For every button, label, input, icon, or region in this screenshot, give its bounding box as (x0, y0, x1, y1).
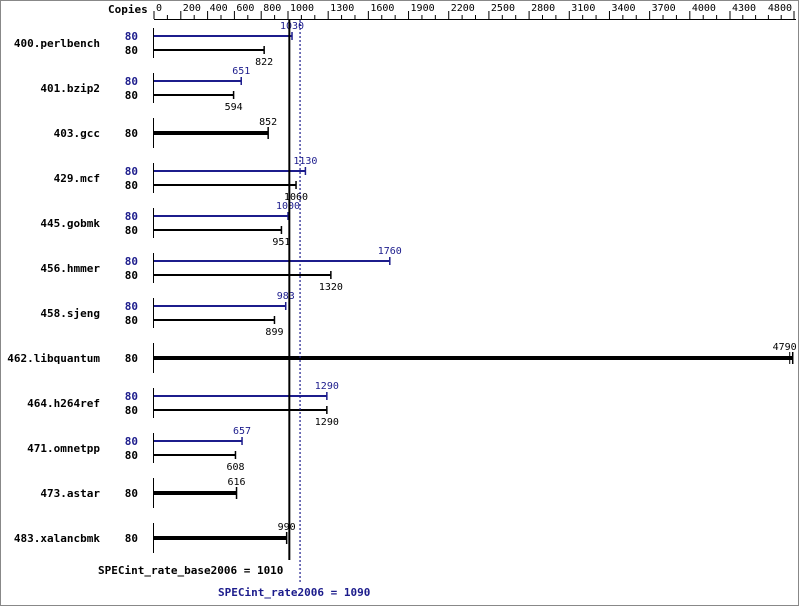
peak-overall-label: SPECint_rate2006 = 1090 (218, 586, 370, 599)
peak-value-label: 1760 (378, 246, 402, 257)
x-tick-label: 4000 (692, 3, 716, 14)
base-copies: 80 (125, 127, 138, 140)
x-tick-label: 1300 (330, 3, 354, 14)
base-copies: 80 (125, 269, 138, 282)
x-tick-label: 1000 (290, 3, 314, 14)
base-copies: 80 (125, 89, 138, 102)
x-tick-label: 1600 (370, 3, 394, 14)
benchmark-label: 456.hmmer (40, 262, 100, 275)
peak-copies: 80 (125, 255, 138, 268)
peak-copies: 80 (125, 165, 138, 178)
base-copies: 80 (125, 314, 138, 327)
base-copies: 80 (125, 44, 138, 57)
x-tick-label: 4300 (732, 3, 756, 14)
x-tick-label: 2200 (451, 3, 475, 14)
base-value-label: 616 (228, 477, 246, 488)
x-tick-label: 3700 (652, 3, 676, 14)
peak-copies: 80 (125, 300, 138, 313)
x-tick-label: 0 (156, 3, 162, 14)
peak-value-label: 1290 (315, 381, 339, 392)
x-tick-label: 600 (236, 3, 254, 14)
base-value-label: 822 (255, 57, 273, 68)
benchmark-label: 462.libquantum (7, 352, 100, 365)
base-value-label: 594 (225, 102, 243, 113)
base-value-label: 4790 (773, 342, 797, 353)
benchmark-label: 429.mcf (54, 172, 100, 185)
x-tick-label: 400 (210, 3, 228, 14)
benchmark-label: 403.gcc (54, 127, 100, 140)
peak-copies: 80 (125, 210, 138, 223)
benchmark-label: 445.gobmk (40, 217, 100, 230)
x-tick-label: 3400 (611, 3, 635, 14)
x-tick-label: 800 (263, 3, 281, 14)
peak-value-label: 651 (232, 66, 250, 77)
x-tick-label: 1900 (411, 3, 435, 14)
base-copies: 80 (125, 179, 138, 192)
peak-value-label: 1000 (276, 201, 300, 212)
base-value-label: 1060 (284, 192, 308, 203)
benchmark-label: 458.sjeng (40, 307, 100, 320)
base-value-label: 990 (278, 522, 296, 533)
x-tick-label: 200 (183, 3, 201, 14)
base-copies: 80 (125, 487, 138, 500)
benchmark-label: 401.bzip2 (40, 82, 100, 95)
base-value-label: 951 (272, 237, 290, 248)
base-value-label: 608 (226, 462, 244, 473)
base-copies: 80 (125, 352, 138, 365)
peak-copies: 80 (125, 75, 138, 88)
base-value-label: 899 (265, 327, 283, 338)
base-copies: 80 (125, 404, 138, 417)
peak-copies: 80 (125, 435, 138, 448)
benchmark-label: 464.h264ref (27, 397, 100, 410)
x-tick-label: 2500 (491, 3, 515, 14)
base-copies: 80 (125, 449, 138, 462)
benchmark-label: 471.omnetpp (27, 442, 100, 455)
x-tick-label: 4800 (768, 3, 792, 14)
benchmark-label: 473.astar (40, 487, 100, 500)
peak-value-label: 1130 (293, 156, 317, 167)
base-overall-label: SPECint_rate_base2006 = 1010 (98, 564, 283, 577)
base-value-label: 1290 (315, 417, 339, 428)
x-tick-label: 2800 (531, 3, 555, 14)
base-value-label: 852 (259, 117, 277, 128)
peak-copies: 80 (125, 390, 138, 403)
peak-value-label: 657 (233, 426, 251, 437)
benchmark-label: 400.perlbench (14, 37, 100, 50)
benchmark-label: 483.xalancbmk (14, 532, 100, 545)
peak-value-label: 983 (277, 291, 295, 302)
copies-header: Copies (108, 3, 148, 16)
base-copies: 80 (125, 224, 138, 237)
base-copies: 80 (125, 532, 138, 545)
peak-value-label: 1030 (280, 21, 304, 32)
base-value-label: 1320 (319, 282, 343, 293)
peak-copies: 80 (125, 30, 138, 43)
x-tick-label: 3100 (571, 3, 595, 14)
